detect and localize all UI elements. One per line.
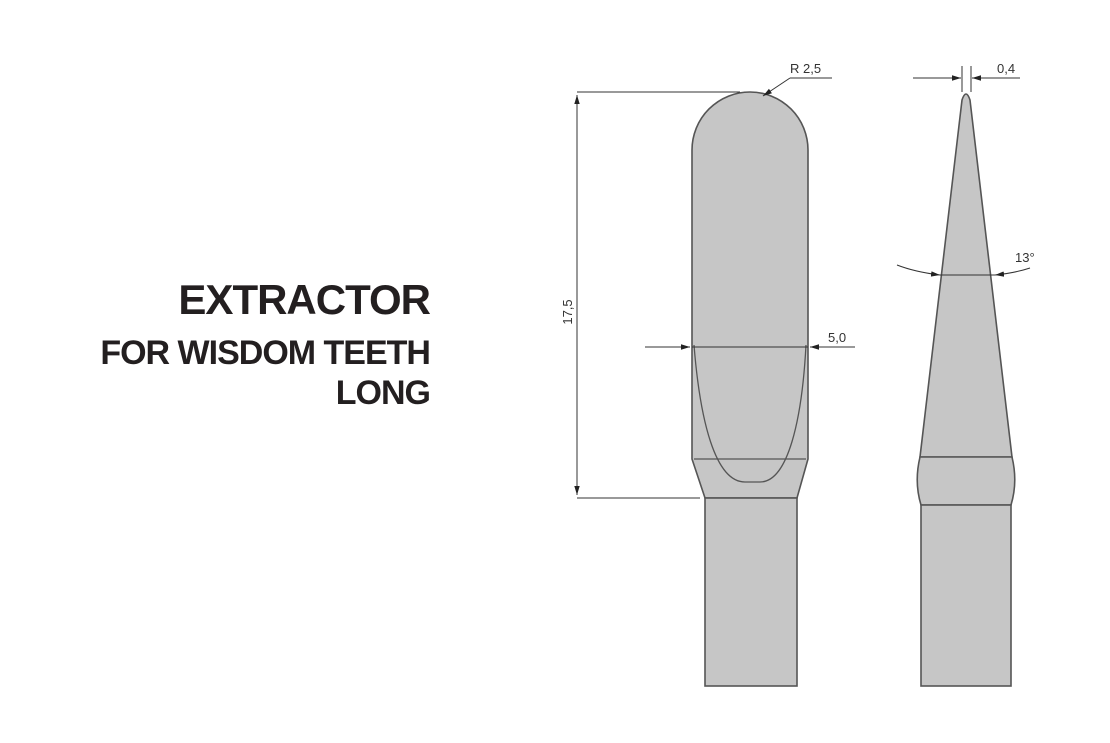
product-variant: LONG bbox=[335, 374, 431, 412]
tip-width-label: 0,4 bbox=[997, 61, 1015, 76]
side-shank bbox=[920, 504, 1012, 687]
angle-dimension bbox=[896, 264, 1031, 277]
front-shank bbox=[704, 497, 798, 687]
length-label: 17,5 bbox=[560, 299, 575, 324]
width-label: 5,0 bbox=[828, 330, 846, 345]
product-subtitle: FOR WISDOM TEETH bbox=[100, 334, 431, 372]
length-dimension bbox=[574, 91, 740, 499]
radius-label: R 2,5 bbox=[790, 61, 821, 76]
product-title: EXTRACTOR bbox=[178, 276, 431, 323]
front-blade bbox=[691, 91, 809, 499]
angle-label: 13° bbox=[1015, 250, 1035, 265]
radius-dimension bbox=[762, 77, 832, 97]
side-view bbox=[916, 93, 1016, 687]
tip-width-dimension bbox=[913, 66, 1020, 92]
front-view bbox=[691, 91, 809, 687]
front-concave-edge bbox=[693, 344, 807, 483]
side-band bbox=[916, 456, 1016, 506]
